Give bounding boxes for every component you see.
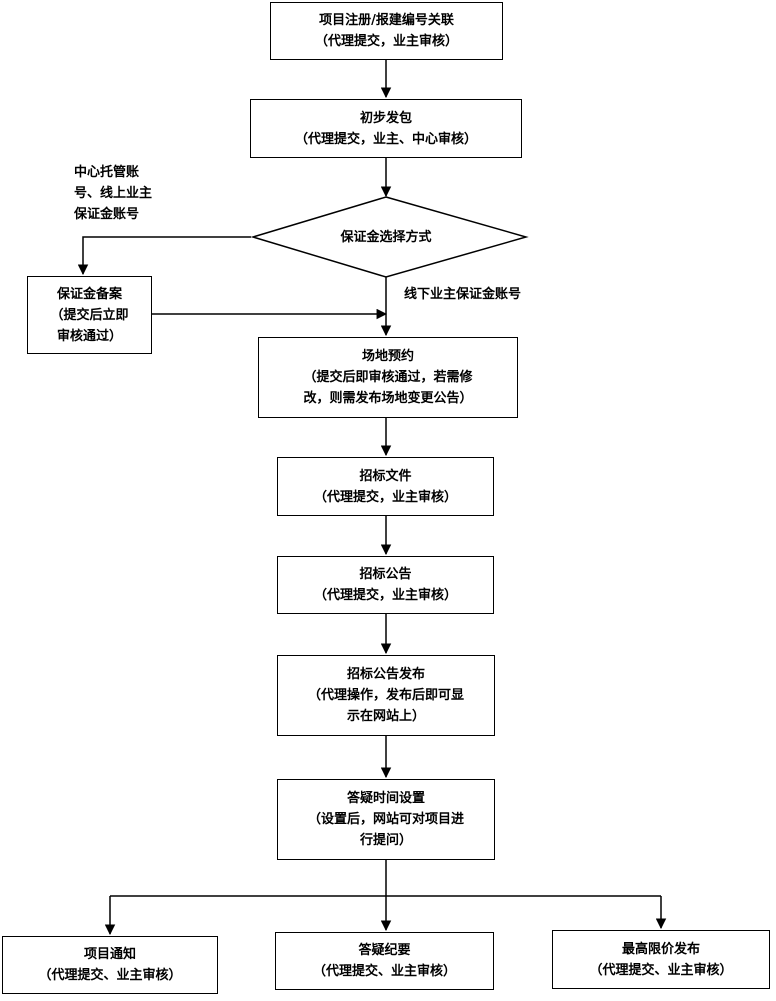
- node-title: 招标公告: [359, 567, 412, 582]
- node-project-notice: 项目通知 （代理提交、业主审核）: [2, 936, 218, 994]
- node-note: （代理提交，业主、中心审核）: [294, 131, 477, 147]
- node-note-line: （提交后即审核通过，若需修: [303, 370, 473, 385]
- arrow-deposit-to-filing: [77, 236, 251, 276]
- node-tender-docs: 招标文件 （代理提交，业主审核）: [277, 457, 494, 516]
- node-deposit-filing: 保证金备案 （提交后立即 审核通过）: [27, 276, 152, 354]
- node-notice-publish: 招标公告发布 （代理操作，发布后即可显 示在网站上）: [277, 655, 495, 736]
- edge-label-central-account: 中心托管账 号、线上业主 保证金账号: [74, 165, 153, 222]
- node-qa-time: 答疑时间设置 （设置后，网站可对项目进 行提问）: [277, 779, 495, 860]
- node-title: 项目通知: [83, 947, 136, 962]
- node-note: （代理提交，业主审核）: [314, 34, 458, 49]
- node-max-price: 最高限价发布 （代理提交、业主审核）: [552, 930, 770, 989]
- node-title: 场地预约: [361, 349, 414, 364]
- node-note-line: （提交后立即: [50, 307, 129, 323]
- node-note: （代理提交、业主审核）: [589, 962, 733, 978]
- node-note-line: 示在网站上）: [346, 709, 425, 724]
- node-title: 保证金备案: [56, 286, 122, 302]
- node-title: 初步发包: [359, 110, 412, 126]
- node-venue-booking: 场地预约 （提交后即审核通过，若需修 改，则需发布场地变更公告）: [258, 337, 518, 418]
- node-title: 招标公告发布: [346, 667, 425, 682]
- node-note-line: 行提问）: [359, 833, 412, 848]
- node-note-line: （代理操作，发布后即可显: [307, 688, 464, 703]
- node-initial-package: 初步发包 （代理提交，业主、中心审核）: [250, 99, 522, 158]
- node-title: 招标文件: [359, 468, 412, 484]
- node-title: 保证金选择方式: [340, 230, 432, 245]
- node-project-register: 项目注册/报建编号关联 （代理提交，业主审核）: [270, 2, 503, 60]
- node-note: （代理提交、业主审核）: [38, 968, 182, 983]
- node-title: 项目注册/报建编号关联: [319, 13, 454, 28]
- node-note-line: 审核通过）: [56, 328, 122, 344]
- edge-label-offline-account: 线下业主保证金账号: [404, 287, 522, 302]
- node-tender-notice: 招标公告 （代理提交，业主审核）: [277, 556, 494, 614]
- node-note-line: （设置后，网站可对项目进: [307, 812, 464, 827]
- node-note: （代理提交，业主审核）: [313, 588, 457, 603]
- node-note: （代理提交、业主审核）: [312, 964, 456, 979]
- node-title: 答疑时间设置: [346, 791, 425, 806]
- node-note: （代理提交，业主审核）: [313, 489, 457, 505]
- node-title: 最高限价发布: [621, 941, 700, 957]
- node-qa-summary: 答疑纪要 （代理提交、业主审核）: [275, 932, 494, 990]
- node-deposit-method: 保证金选择方式: [300, 227, 472, 248]
- node-title: 答疑纪要: [358, 943, 411, 958]
- node-note-line: 改，则需发布场地变更公告）: [303, 391, 473, 406]
